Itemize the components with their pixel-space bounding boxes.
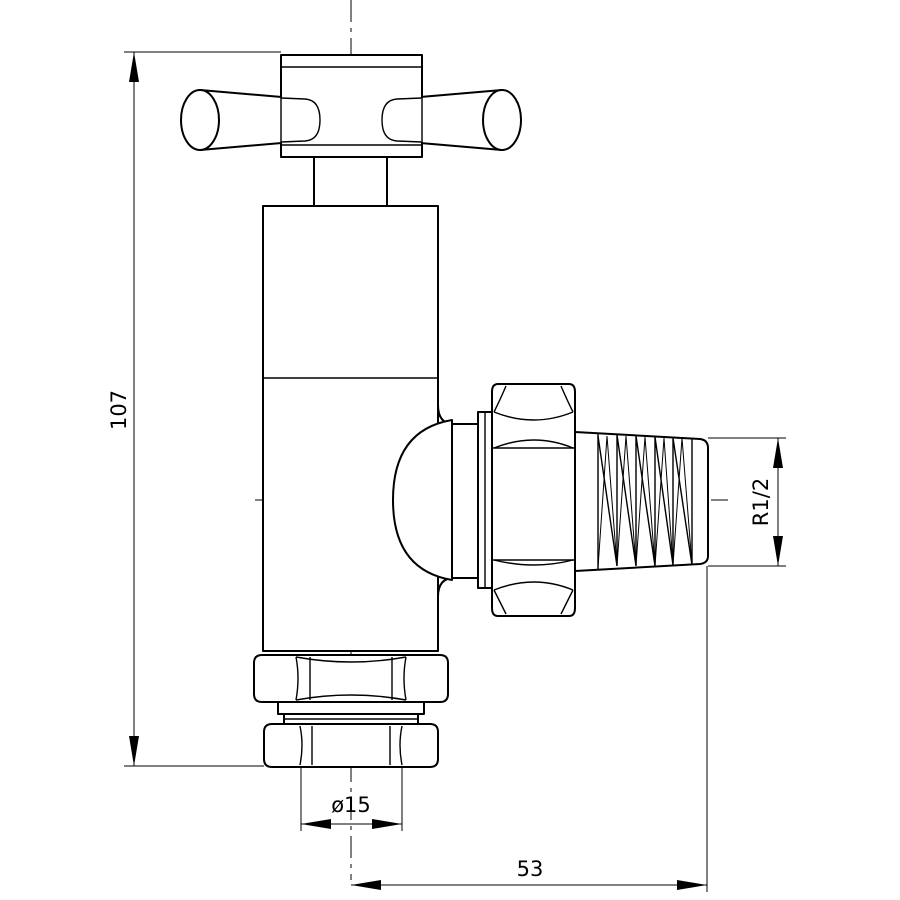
spindle-stem (313, 156, 388, 207)
dimension-thread: R1/2 (708, 437, 786, 567)
cross-handle (180, 54, 522, 158)
bottom-compression-nut (253, 654, 449, 703)
union-nut-side (491, 383, 576, 617)
compression-olive (277, 701, 425, 725)
bottom-lower-nut (263, 723, 439, 768)
pipe-diameter-label: ø15 (331, 793, 371, 817)
offset-label: 53 (517, 857, 544, 881)
dimension-height: 107 (107, 51, 281, 767)
threaded-tail (574, 431, 709, 572)
dimension-pipe-diameter: ø15 (300, 766, 403, 831)
outlet-dome (392, 419, 453, 581)
thread-label: R1/2 (749, 478, 773, 526)
dimension-offset: 53 (351, 566, 708, 892)
height-label: 107 (107, 390, 131, 430)
right-lever-end (482, 89, 522, 151)
valve-body (262, 205, 439, 652)
left-lever-end (180, 89, 220, 151)
